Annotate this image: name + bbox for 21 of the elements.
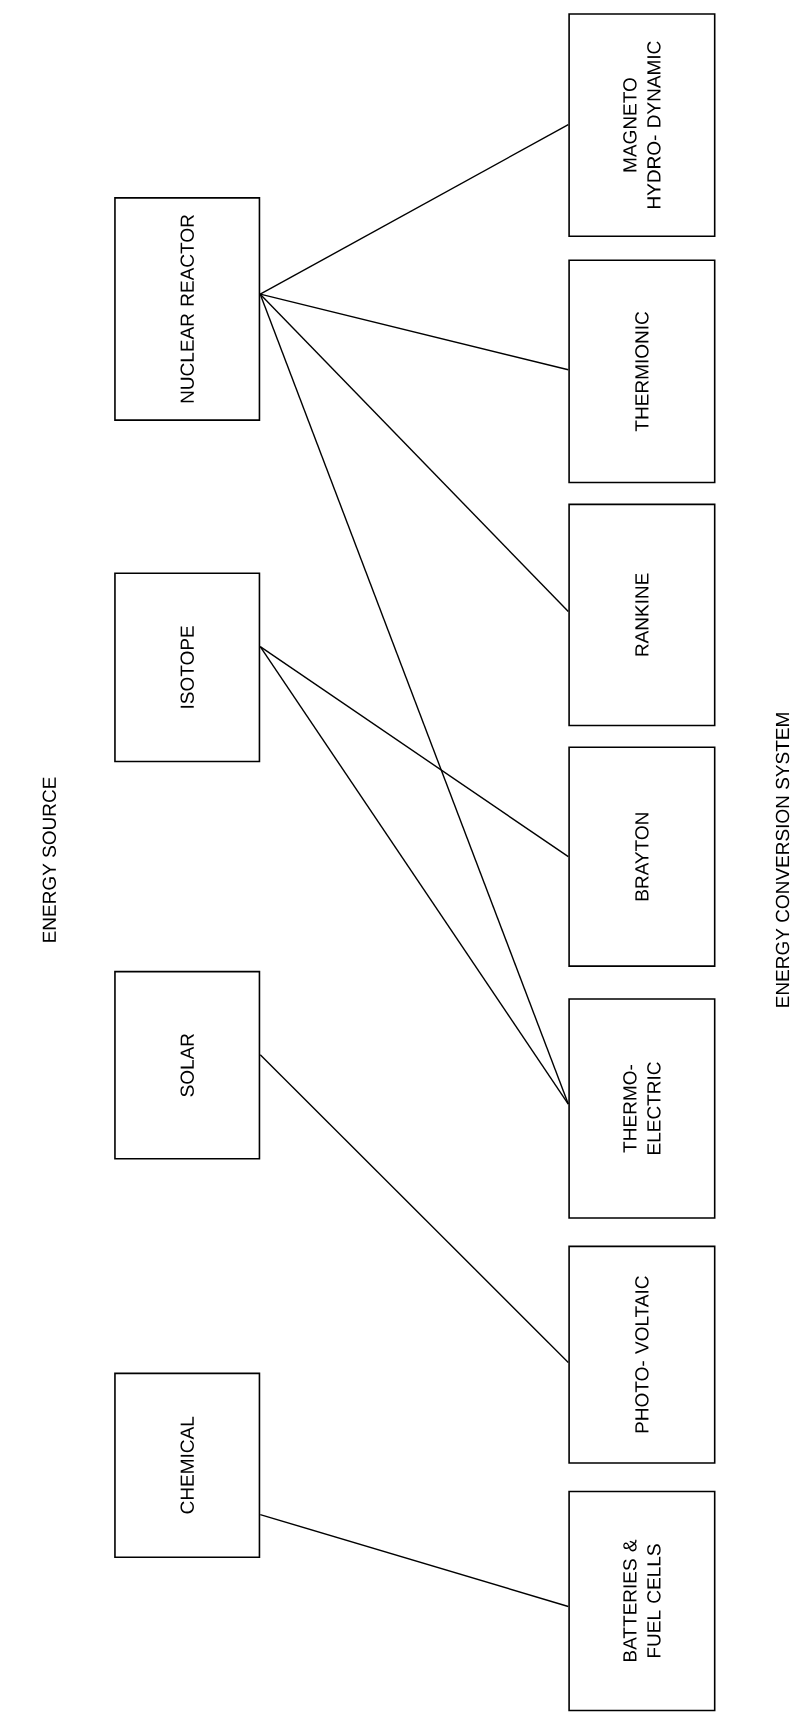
connector-line bbox=[259, 293, 569, 1105]
box: SOLAR bbox=[114, 970, 261, 1160]
box: BRAYTON bbox=[568, 746, 716, 967]
box: ISOTOPE bbox=[114, 572, 261, 763]
connector-line bbox=[259, 123, 569, 295]
column-heading: ENERGY CONVERSION SYSTEM bbox=[775, 713, 790, 1007]
column-heading: ENERGY SOURCE bbox=[42, 777, 57, 942]
box: THERMIONIC bbox=[568, 259, 716, 484]
box: MAGNETO HYDRO- DYNAMIC bbox=[568, 13, 716, 237]
box: PHOTO- VOLTAIC bbox=[568, 1245, 716, 1464]
box: NUCLEAR REACTOR bbox=[114, 197, 261, 421]
connector-line bbox=[259, 645, 569, 1105]
box: BATTERIES & FUEL CELLS bbox=[568, 1490, 716, 1712]
connector-line bbox=[259, 1054, 569, 1364]
box: THERMO- ELECTRIC bbox=[568, 998, 716, 1219]
box: CHEMICAL bbox=[114, 1372, 261, 1559]
connector-line bbox=[259, 645, 569, 858]
connector-line bbox=[259, 293, 569, 371]
connector-line bbox=[259, 1513, 569, 1608]
box: RANKINE bbox=[568, 503, 716, 727]
connector-line bbox=[259, 293, 569, 613]
